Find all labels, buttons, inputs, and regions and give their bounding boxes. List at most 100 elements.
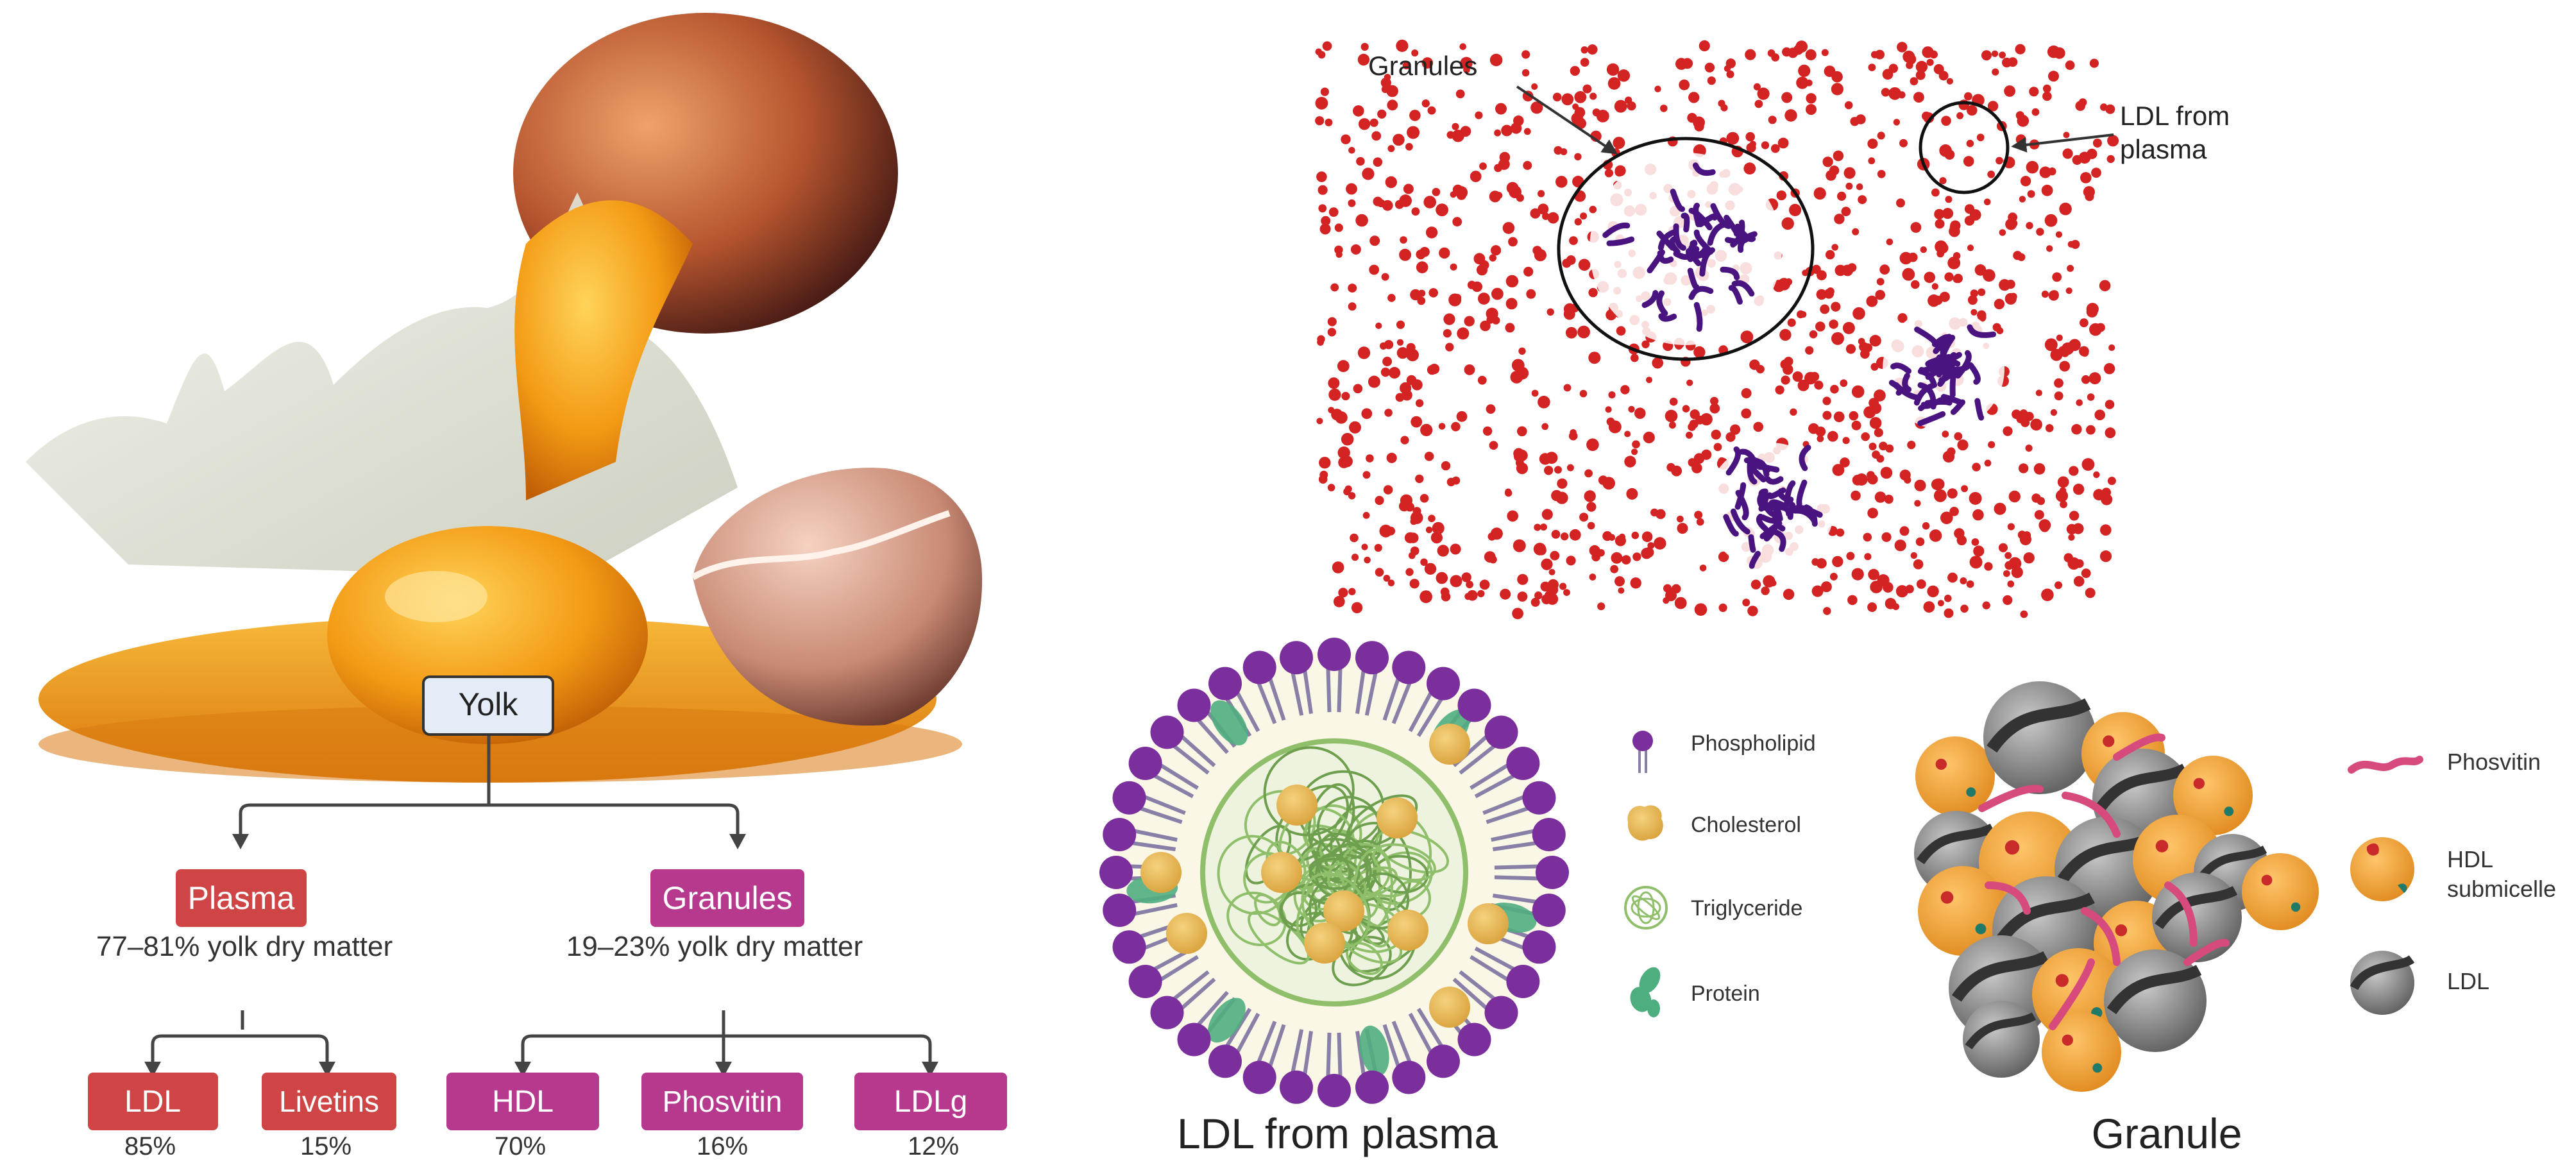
plasma-dot — [2055, 231, 2062, 238]
plasma-dot — [1768, 115, 1777, 124]
plasma-dot — [1398, 500, 1410, 512]
ldl-band — [2196, 845, 2267, 883]
plasma-dot — [1945, 196, 1953, 203]
plasma-dot — [1972, 463, 1981, 471]
plasma-dot — [1984, 459, 1992, 467]
plasma-dot — [1999, 229, 2006, 236]
plasma-dot — [1452, 130, 1464, 142]
plasma-dot — [1934, 208, 1945, 219]
plasma-dot — [1800, 311, 1807, 318]
phospholipid-tail — [1154, 955, 1199, 985]
phospholipid-tail — [1192, 990, 1229, 1031]
plasma-dot — [1886, 238, 1894, 246]
plasma-dot — [1942, 208, 1954, 219]
plasma-dot — [2046, 245, 2053, 252]
plasma-dot — [1750, 579, 1761, 590]
plasma-dot — [1360, 42, 1369, 51]
phospholipid-tail — [1154, 760, 1199, 790]
plasma-dot — [1725, 432, 1736, 442]
plasma-dot — [1355, 214, 1368, 227]
plasma-dot — [1701, 449, 1712, 460]
plasma-dot — [1587, 44, 1598, 55]
plasma-dot — [1971, 538, 1979, 546]
triglyceride-strand — [1263, 746, 1355, 837]
plasma-dot — [1620, 385, 1630, 395]
plasma-dot — [2092, 139, 2102, 148]
plasma-dot — [2052, 272, 2062, 282]
plasma-dot — [1969, 556, 1983, 569]
plasma-dot — [1805, 346, 1814, 355]
phospholipid-tail — [1364, 666, 1379, 716]
plasma-dot — [1430, 532, 1443, 544]
plasma-dot — [1851, 420, 1861, 430]
plasma-dot — [1861, 432, 1870, 441]
plasma-dot — [1939, 177, 1947, 185]
plasma-dot — [1523, 266, 1534, 277]
plasma-dot — [1544, 466, 1554, 475]
plasma-dot — [1348, 147, 1355, 154]
plasma-label: Plasma — [188, 880, 295, 916]
granule-strand — [1890, 362, 1911, 374]
plasma-dot — [1607, 77, 1621, 90]
phospholipid-tail — [1167, 970, 1210, 1005]
micrograph-panel: Granules LDL from plasma — [1315, 39, 2230, 620]
phospholipid-tail — [1176, 978, 1216, 1014]
plasma-dot — [1408, 552, 1416, 559]
plasma-dot — [2025, 555, 2032, 563]
plasma-dot — [1382, 357, 1393, 366]
plasma-dot — [1489, 191, 1501, 203]
granule-strand — [1670, 189, 1686, 212]
plasma-dot — [1371, 131, 1382, 141]
phospholipid-head — [1392, 1060, 1426, 1094]
ldlg-label: LDLg — [894, 1085, 968, 1119]
triglyceride-strand — [1254, 893, 1282, 926]
plasma-dot — [1742, 599, 1750, 607]
plasma-dot — [1939, 291, 1950, 302]
ldl-annotation-line1: LDL from — [2120, 101, 2230, 131]
plasma-dot — [1652, 357, 1663, 369]
phospholipid-head — [1208, 667, 1242, 701]
plasma-dot — [1978, 313, 1987, 322]
plasma-dot — [1998, 543, 2008, 552]
plasma-dot — [2031, 108, 2040, 116]
plasma-dot — [1437, 545, 1449, 557]
plasma-dot — [2103, 363, 2115, 375]
phosvitin-strand — [1985, 881, 2031, 915]
plasma-dot — [1996, 327, 2004, 334]
plasma-dot — [2059, 361, 2071, 372]
phospholipid-tail — [1128, 903, 1178, 917]
plasma-dot — [1577, 325, 1591, 339]
plasma-dot — [1806, 93, 1817, 104]
granule-strand — [1697, 213, 1718, 228]
plasma-dot — [2008, 212, 2018, 223]
phospholipid-tail — [1470, 760, 1514, 790]
plasma-dot — [1949, 507, 1959, 516]
hdl-submicelle — [2042, 1012, 2121, 1092]
plasma-dot — [1559, 582, 1567, 590]
plasma-dot — [1696, 518, 1704, 526]
granule-legend: Phosvitin HDL submicelle LDL — [2348, 749, 2556, 1015]
granule-strand — [1967, 324, 1996, 338]
plasma-dot — [1531, 83, 1538, 90]
plasma-dot — [2106, 155, 2115, 164]
plasma-dot — [1784, 109, 1797, 122]
plasma-dot — [1844, 101, 1853, 110]
plasma-dot — [2057, 476, 2069, 488]
granules-pointer-arrow — [1516, 85, 1618, 155]
granule-strand — [1757, 464, 1780, 473]
plasma-dot — [1410, 289, 1421, 301]
plasma-dot — [1911, 280, 1920, 289]
plasma-dot — [1928, 294, 1940, 307]
plasma-dot — [1341, 134, 1351, 144]
plasma-dot — [1383, 485, 1393, 495]
granule-strand — [1756, 513, 1768, 532]
phospholipid-tail — [1486, 804, 1535, 824]
plasma-dot — [1530, 208, 1541, 219]
hdl-spot — [2092, 1063, 2103, 1073]
ldl-annotation-line2: plasma — [2120, 134, 2207, 164]
plasma-dot — [1852, 475, 1863, 486]
legend-submicelle: submicelle — [2447, 876, 2556, 902]
plasma-dot — [1479, 579, 1490, 590]
plasma-dot — [2094, 409, 2105, 421]
phospholipid-head — [1099, 856, 1133, 889]
